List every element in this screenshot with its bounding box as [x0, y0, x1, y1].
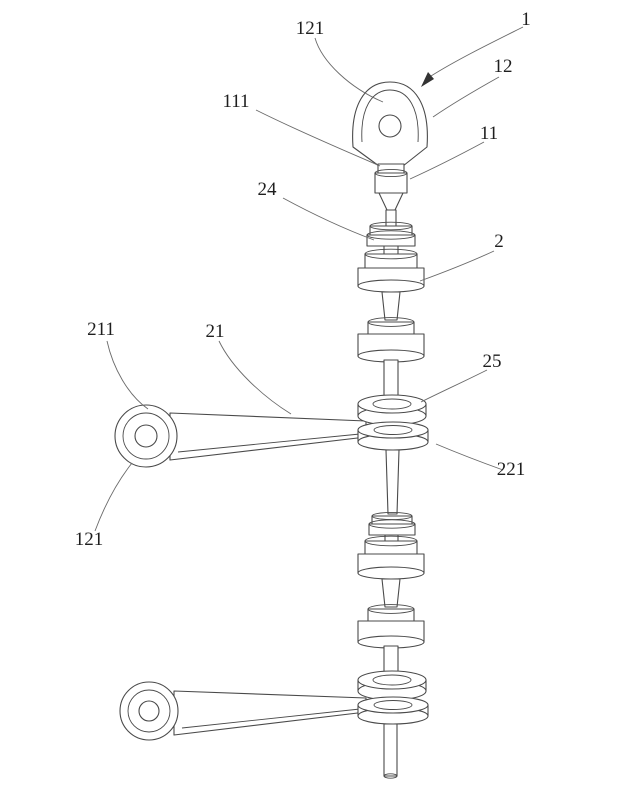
ref-label-121-top: 121 — [296, 18, 325, 39]
stem-cone — [378, 192, 404, 211]
middle-junction-washers — [357, 394, 429, 451]
lower-bell-2 — [357, 604, 425, 649]
leader-lines — [94, 26, 524, 532]
bottom-arm-eye-hole — [138, 700, 160, 722]
lower-nut-stack — [368, 511, 416, 543]
leader-211 — [106, 340, 149, 410]
middle-arm — [114, 404, 367, 468]
washer-221 — [357, 421, 429, 439]
bottom-junction-washers — [357, 670, 429, 725]
bottom-arm-bar — [173, 690, 367, 736]
leader-1 — [430, 26, 524, 77]
upper-nut-stack — [366, 221, 416, 256]
leader-11 — [409, 141, 485, 180]
leader-121-left — [94, 462, 133, 532]
leader-21 — [218, 340, 292, 415]
lower-bell-1 — [357, 535, 425, 580]
shaft-segment-3 — [385, 449, 400, 515]
shaft-segment-1 — [381, 291, 401, 321]
leader-25 — [420, 369, 488, 403]
ref-label-11: 11 — [480, 123, 498, 144]
leader-2 — [419, 250, 495, 282]
upper-bell-1 — [357, 248, 425, 293]
ref-label-221: 221 — [497, 459, 526, 480]
ref-label-121-left: 121 — [75, 529, 104, 550]
ref-label-12: 12 — [494, 56, 513, 77]
leader-12 — [432, 76, 500, 118]
leader-221 — [435, 443, 504, 471]
shaft-segment-2 — [383, 359, 399, 399]
middle-arm-eye-hole — [134, 424, 158, 448]
ref-label-24: 24 — [258, 179, 278, 200]
upper-bell-2 — [357, 317, 425, 363]
ref-label-25: 25 — [483, 351, 502, 372]
bottom-stub-shaft — [383, 723, 398, 779]
arrowhead-1 — [421, 72, 434, 87]
top-shackle — [352, 81, 428, 167]
washer-25 — [357, 394, 427, 414]
ref-label-1: 1 — [521, 9, 531, 30]
upper-stem — [374, 163, 408, 227]
shackle-pin-hole — [378, 114, 402, 138]
shaft-segment-4 — [381, 578, 401, 608]
ref-label-2: 2 — [494, 231, 504, 252]
reference-numerals: 121 1 12 111 11 24 2 211 21 25 221 121 — [75, 9, 531, 550]
ref-label-21: 21 — [206, 321, 225, 342]
ref-label-211: 211 — [87, 319, 115, 340]
stem-neck — [377, 163, 405, 174]
bottom-arm — [119, 681, 367, 741]
leader-121-top — [314, 37, 384, 103]
ref-label-111: 111 — [222, 91, 249, 112]
leader-111 — [255, 109, 381, 167]
leader-24 — [282, 197, 375, 241]
